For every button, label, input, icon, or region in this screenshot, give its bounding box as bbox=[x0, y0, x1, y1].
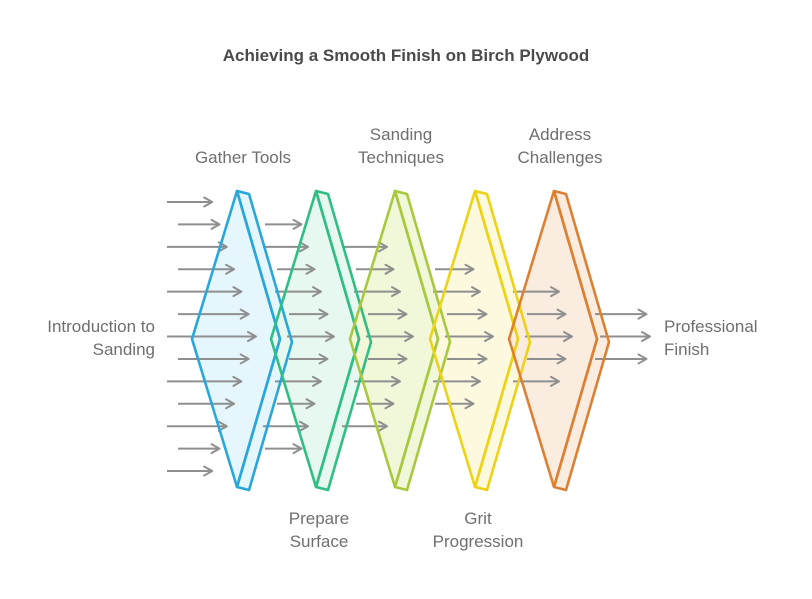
stage-label-sanding-techniques-line: Techniques bbox=[357, 148, 445, 167]
stage-label-sanding-techniques-line: Sanding bbox=[369, 125, 433, 144]
stage-label-prepare-surface-line: Prepare bbox=[288, 509, 350, 528]
diamond-strokes-layer bbox=[190, 189, 611, 492]
sink-label-line: Professional bbox=[664, 317, 758, 336]
source-label-line: Sanding bbox=[92, 340, 155, 359]
page-title: Achieving a Smooth Finish on Birch Plywo… bbox=[222, 46, 590, 65]
source-label: Introduction to Sanding bbox=[30, 315, 155, 361]
stage-label-prepare-surface-line: Surface bbox=[289, 532, 349, 551]
stage-diamond-fill-sanding-techniques bbox=[350, 191, 438, 487]
stage-diamond-fill-grit-progression bbox=[430, 191, 518, 487]
stage-label-gather-tools: Gather Tools bbox=[195, 146, 291, 169]
stage-diamond-fill-address-challenges bbox=[509, 191, 597, 487]
diamond-fills-layer bbox=[192, 191, 609, 490]
stage-label-grit-progression-line: Progression bbox=[432, 532, 524, 551]
stage-diamond-fill-prepare-surface bbox=[271, 191, 359, 487]
stage-diamond-fill-gather-tools bbox=[192, 191, 280, 487]
sink-label-line: Finish bbox=[664, 340, 710, 359]
stage-diamond-sanding-techniques bbox=[348, 189, 440, 489]
stage-label-gather-tools-line: Gather Tools bbox=[194, 148, 292, 167]
stage-diamond-address-challenges bbox=[507, 189, 599, 489]
stage-label-grit-progression-line: Grit bbox=[464, 509, 492, 528]
stage-diamond-grit-progression bbox=[428, 189, 520, 489]
stage-diamond-gather-tools bbox=[190, 189, 282, 489]
stage-diamond-prepare-surface bbox=[269, 189, 361, 489]
source-label-line: Introduction to bbox=[47, 317, 155, 336]
flow-arrows-layer bbox=[167, 196, 651, 477]
stage-label-address-challenges-line: Challenges bbox=[517, 148, 603, 167]
stage-label-address-challenges-line: Address bbox=[528, 125, 592, 144]
